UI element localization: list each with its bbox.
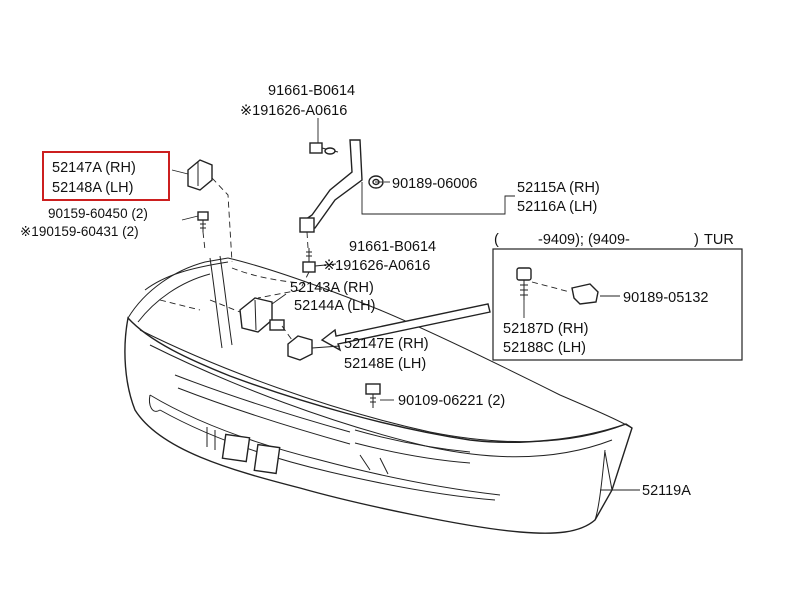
bumper-cover [124, 255, 633, 534]
label-bolt-mid-2: ※191626-A0616 [323, 258, 430, 274]
highlight-box [42, 151, 170, 201]
leader-lines [171, 118, 640, 491]
label-bracket-e-lh: 52148E (LH) [344, 356, 426, 372]
label-bracket-a-lh: 52148A (LH) [52, 180, 133, 196]
bolt-top [309, 142, 339, 155]
label-bolt-top-1: 91661-B0614 [268, 83, 355, 99]
label-screw-2: ※190159-60431 (2) [20, 224, 139, 239]
bracket-52147a [187, 159, 213, 191]
label-bolt-mid-1: 91661-B0614 [349, 239, 436, 255]
label-support-lh: 52144A (LH) [294, 298, 375, 314]
inset-header-suffix: TUR [704, 232, 734, 248]
label-screw-1: 90159-60450 (2) [48, 206, 148, 221]
bolt-bottom [365, 383, 381, 408]
label-bolt-top-2: ※191626-A0616 [240, 103, 347, 119]
label-bracket-a-rh: 52147A (RH) [52, 160, 136, 176]
inset-label-clip: 90189-05132 [623, 290, 708, 306]
label-retainer-rh: 52115A (RH) [517, 180, 600, 196]
inset-label-lh: 52188C (LH) [503, 340, 586, 356]
inset-header-range: -9409); (9409- [538, 232, 630, 248]
label-support-rh: 52143A (RH) [290, 280, 374, 296]
label-bracket-e-rh: 52147E (RH) [344, 336, 429, 352]
inset-screw [516, 267, 532, 300]
inset-border [492, 248, 743, 361]
inset-clip [571, 283, 599, 305]
inset-panel: ( -9409); (9409- ) TUR 90189-05132 52187… [492, 232, 743, 361]
part-labels: 91661-B0614 ※191626-A0616 90189-06006 52… [20, 83, 691, 499]
inset-header-close: ) [694, 232, 699, 248]
inset-dash [531, 281, 571, 293]
support-52143a [239, 297, 285, 333]
label-clip-06006: 90189-06006 [392, 176, 477, 192]
inset-label-rh: 52187D (RH) [503, 321, 588, 337]
bracket-52147e [287, 335, 313, 361]
direction-arrow [320, 303, 491, 352]
bolt-middle [302, 248, 316, 273]
inset-header-open: ( [494, 232, 499, 248]
label-retainer-lh: 52116A (LH) [517, 199, 597, 215]
screw-90159 [197, 211, 209, 232]
label-bumper-cover: 52119A [642, 483, 691, 499]
label-bolt-bottom: 90109-06221 (2) [398, 393, 505, 409]
assembly-lines [159, 177, 310, 341]
